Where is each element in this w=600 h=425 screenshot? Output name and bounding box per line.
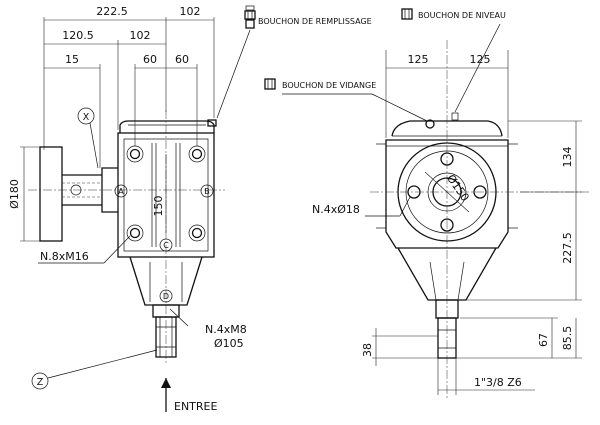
- drain-plug-icon: [264, 78, 276, 90]
- label-remplissage: BOUCHON DE REMPLISSAGE: [258, 17, 372, 26]
- dim-120-5: 120.5: [62, 29, 94, 42]
- level-plug-icon: [401, 8, 413, 20]
- callout-n4-d18: N.4xØ18: [312, 203, 360, 216]
- dim-102-top: 102: [180, 5, 201, 18]
- marker-c: C: [163, 241, 169, 250]
- marker-b: B: [204, 187, 210, 196]
- flange: [39, 146, 63, 242]
- plug-legend: BOUCHON DE REMPLISSAGE BOUCHON DE NIVEAU…: [216, 5, 506, 122]
- dim-150: 150: [152, 196, 165, 217]
- dim-spline: 1"3/8 Z6: [474, 376, 522, 389]
- front-callouts: N.8xM16 N.4xM8 Ø105 ENTREE: [38, 235, 247, 413]
- dim-67: 67: [537, 333, 550, 347]
- entree-arrow-icon: [161, 378, 171, 388]
- entree-label: ENTREE: [174, 400, 217, 413]
- dim-60-b: 60: [175, 53, 189, 66]
- callout-n8-m16: N.8xM16: [40, 250, 89, 263]
- side-view: 125 125 134 227.5 85.5 67 38 1"3: [312, 40, 590, 400]
- dim-227-5: 227.5: [561, 232, 574, 264]
- callout-n4-m8: N.4xM8: [205, 323, 247, 336]
- dim-38: 38: [361, 343, 374, 357]
- dim-125-a: 125: [408, 53, 429, 66]
- front-view: 222.5 102 120.5 102 15 60 60 150: [8, 5, 247, 413]
- dim-134: 134: [561, 147, 574, 168]
- dim-d180: Ø180: [8, 179, 21, 209]
- markers: X A B C D Z: [31, 107, 214, 390]
- filler-plug-icon: [244, 5, 256, 29]
- dim-125-b: 125: [470, 53, 491, 66]
- side-dimensions: 125 125 134 227.5 85.5 67 38 1"3: [312, 50, 582, 395]
- dim-102-mid: 102: [130, 29, 151, 42]
- marker-d: D: [163, 292, 169, 301]
- label-niveau: BOUCHON DE NIVEAU: [418, 11, 506, 20]
- marker-z: Z: [37, 377, 44, 388]
- marker-x: X: [83, 112, 90, 123]
- dim-85-5: 85.5: [561, 326, 574, 351]
- dim-222-5: 222.5: [96, 5, 128, 18]
- dim-15: 15: [65, 53, 79, 66]
- marker-a: A: [118, 187, 124, 196]
- callout-d105: Ø105: [214, 337, 244, 350]
- front-dimensions: 222.5 102 120.5 102 15 60 60 150: [8, 5, 215, 242]
- dim-d150: Ø150: [444, 172, 472, 204]
- dim-60-a: 60: [143, 53, 157, 66]
- label-vidange: BOUCHON DE VIDANGE: [282, 81, 376, 90]
- flange-neck: [101, 167, 118, 213]
